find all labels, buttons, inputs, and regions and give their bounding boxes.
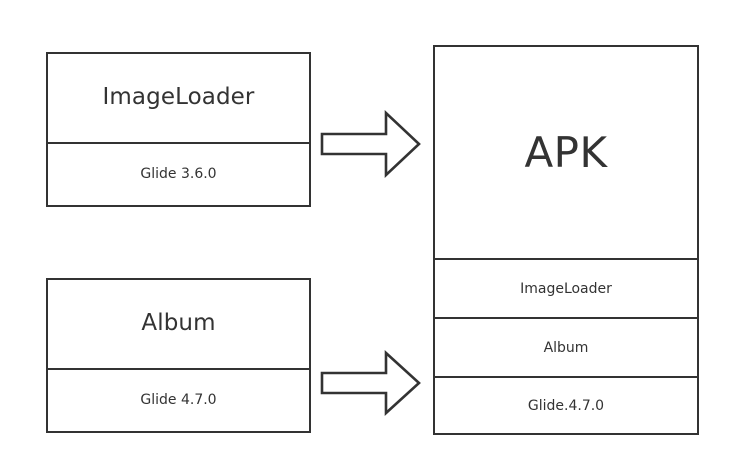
apk-content-imageloader: ImageLoader (520, 280, 612, 297)
module-dependency-album: Glide 4.7.0 (140, 391, 217, 408)
module-dependency-imageloader: Glide 3.6.0 (140, 165, 217, 182)
arrow-imageloader-to-apk (320, 109, 422, 179)
apk-content-glide: Glide.4.7.0 (527, 397, 605, 414)
output-box-apk: APK ImageLoader Album Glide.4.7.0 (433, 45, 699, 435)
right-block-arrow-icon (320, 109, 421, 179)
module-divider (48, 142, 309, 144)
arrow-album-to-apk (320, 350, 422, 416)
module-divider (48, 368, 309, 370)
apk-content-album: Album (543, 339, 589, 356)
module-box-imageloader: ImageLoader Glide 3.6.0 (46, 52, 311, 207)
module-box-album: Album Glide 4.7.0 (46, 278, 311, 433)
apk-divider (435, 376, 697, 379)
apk-divider (435, 258, 697, 261)
module-title-imageloader: ImageLoader (102, 84, 255, 111)
apk-title: APK (524, 128, 608, 178)
module-title-album: Album (141, 310, 216, 337)
right-block-arrow-icon (320, 350, 421, 416)
apk-divider (435, 317, 697, 320)
